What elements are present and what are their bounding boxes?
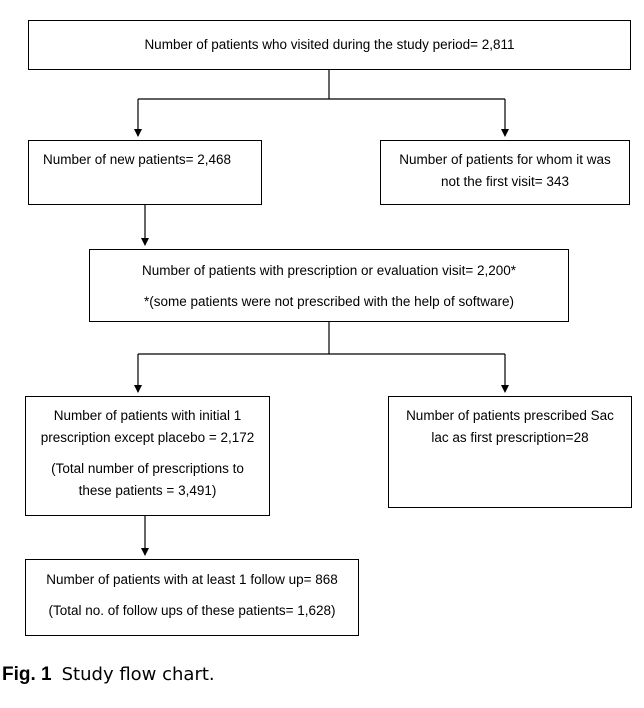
figure-caption-text: Study flow chart. (61, 664, 215, 685)
prescription-visit-footnote: *(some patients were not prescribed with… (144, 294, 514, 309)
figure-caption-label: Fig. 1 (2, 664, 52, 685)
initial-prescription-line-4: these patients = 3,491) (78, 483, 217, 498)
sac-lac-line-1: Number of patients prescribed Sac (406, 408, 614, 423)
prescription-visit-line-1: Number of patients with prescription or … (141, 263, 517, 278)
connector-total-to-split (134, 70, 509, 137)
box-new-patients: Number of new patients= 2,468 (28, 140, 262, 205)
box-total-visits: Number of patients who visited during th… (28, 20, 631, 70)
sac-lac-line-2: lac as first prescription=28 (431, 430, 589, 445)
box-prescription-visit: Number of patients with prescription or … (89, 249, 569, 322)
initial-prescription-line-2: prescription except placebo = 2,172 (40, 430, 255, 445)
follow-up-line-1: Number of patients with at least 1 follo… (46, 572, 338, 587)
box-not-first-visit: Number of patients for whom it was not t… (380, 140, 630, 205)
new-patients-text: Number of new patients= 2,468 (43, 152, 231, 167)
not-first-visit-line-2: not the first visit= 343 (441, 174, 569, 189)
box-sac-lac: Number of patients prescribed Sac lac as… (388, 396, 632, 508)
box-initial-prescription: Number of patients with initial 1 prescr… (25, 396, 270, 516)
initial-prescription-line-3: (Total number of prescriptions to (51, 461, 244, 476)
initial-prescription-line-1: Number of patients with initial 1 (53, 408, 242, 423)
box-follow-up: Number of patients with at least 1 follo… (25, 559, 359, 636)
figure-caption: Fig. 1 Study flow chart. (2, 664, 215, 686)
follow-up-line-2: (Total no. of follow ups of these patien… (48, 603, 336, 618)
connector-prescription-to-split (134, 322, 509, 393)
total-visits-text: Number of patients who visited during th… (144, 37, 515, 52)
not-first-visit-line-1: Number of patients for whom it was (399, 152, 611, 167)
